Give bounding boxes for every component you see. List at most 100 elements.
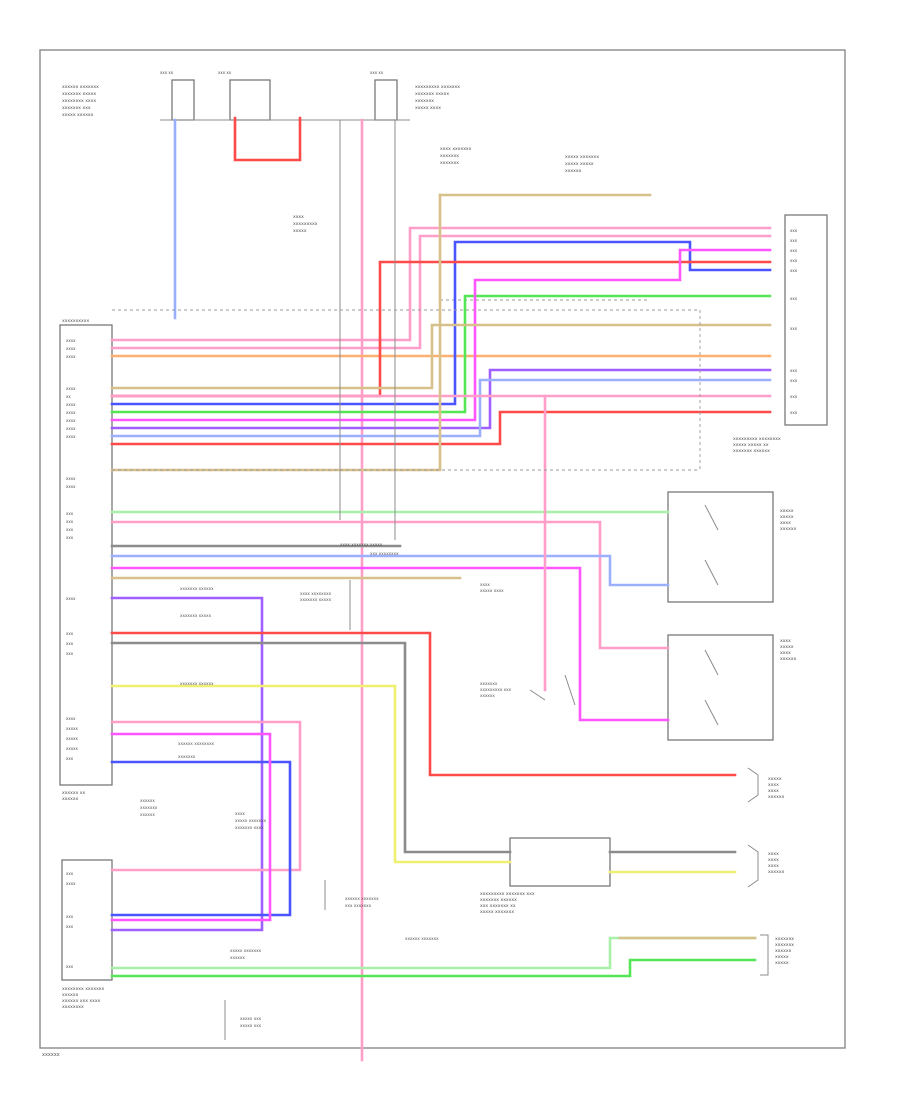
svg-text:xxxxxx xx: xxxxxx xx bbox=[62, 791, 85, 796]
top-fuse-area: xxxxxx xxxxxxx xxxxxxx xxxxx xxxxxxxx xx… bbox=[62, 70, 460, 121]
svg-text:xxxxx: xxxxx bbox=[768, 777, 782, 782]
front-left-speaker: xxxx xxxxx xxxx xxxxxx bbox=[667, 634, 797, 741]
svg-text:xxx xx: xxx xx bbox=[218, 70, 232, 75]
svg-text:xxx: xxx bbox=[790, 378, 798, 383]
svg-text:xxx xxxxxxx: xxx xxxxxxx bbox=[345, 903, 372, 908]
wire-h11-darkred bbox=[110, 410, 772, 446]
svg-text:xxxx: xxxx bbox=[66, 426, 76, 431]
svg-text:xxxxxxxx xxxxxxx: xxxxxxxx xxxxxxx bbox=[62, 987, 105, 992]
svg-text:xxx: xxx bbox=[66, 964, 74, 969]
svg-text:xxx: xxx bbox=[66, 871, 74, 876]
svg-text:xxxxx xxx: xxxxx xxx bbox=[240, 1016, 262, 1021]
misc-labels: xxxx xxxxxxx xxxxx xxx xxxxxxxx xxxx xxx… bbox=[140, 542, 512, 1028]
svg-text:xxxxxxxxx xxxxxxx xxx: xxxxxxxxx xxxxxxx xxx bbox=[480, 892, 535, 897]
svg-text:xxx: xxx bbox=[790, 268, 798, 273]
svg-text:xxxx xxxxxxx: xxxx xxxxxxx bbox=[440, 147, 472, 152]
wire-h2 bbox=[110, 234, 772, 350]
svg-text:xxxxxxx: xxxxxxx bbox=[178, 754, 196, 759]
svg-text:xxxxx: xxxxx bbox=[775, 961, 789, 966]
wire-blue-down bbox=[110, 760, 292, 917]
antenna-module: xxxxxxx xxxxxxx xxxxxx xxxxx xxxxx bbox=[760, 934, 794, 976]
svg-text:xxxxxx: xxxxxx bbox=[230, 955, 245, 960]
svg-text:xxxx: xxxx bbox=[66, 434, 76, 439]
svg-text:xxx: xxx bbox=[66, 756, 74, 761]
wire-yellow-long bbox=[110, 684, 512, 864]
svg-text:xxxxxxx: xxxxxxx bbox=[415, 99, 434, 104]
svg-text:xxx: xxx bbox=[66, 641, 74, 646]
svg-text:xxxx: xxxx bbox=[480, 582, 490, 587]
wire-group bbox=[110, 116, 772, 1062]
wire-h10-lightblue bbox=[110, 378, 772, 438]
svg-text:xxx: xxx bbox=[790, 296, 798, 301]
svg-text:xxxx: xxxx bbox=[66, 484, 76, 489]
wire-gray-long bbox=[110, 641, 512, 854]
wire-violet-down bbox=[110, 596, 264, 932]
svg-text:xxxx xxxxxxxx: xxxx xxxxxxxx bbox=[300, 591, 332, 596]
svg-text:xxxxxxx: xxxxxxx bbox=[480, 681, 498, 686]
svg-text:xxxxxxxx: xxxxxxxx bbox=[62, 1005, 84, 1010]
svg-text:xxxx: xxxx bbox=[66, 338, 76, 343]
wire-top-red bbox=[233, 116, 302, 162]
svg-text:xxxxxxx: xxxxxxx bbox=[140, 805, 158, 810]
svg-text:xxxxxxx xxxxxx: xxxxxxx xxxxxx bbox=[180, 681, 214, 686]
svg-text:xxxx: xxxx bbox=[66, 386, 76, 391]
svg-text:xxxxxx xxxxxxx: xxxxxx xxxxxxx bbox=[62, 85, 99, 90]
svg-text:xxx: xxx bbox=[790, 238, 798, 243]
svg-text:xxxxxxx: xxxxxxx bbox=[775, 937, 794, 942]
svg-text:xxxxx: xxxxx bbox=[775, 955, 789, 960]
junction-block: xxxxxxxxx xxxxxxx xxx xxxxxxx xxxxxx xxx… bbox=[480, 837, 611, 915]
wire-h6-green bbox=[110, 294, 772, 414]
svg-text:xxx: xxx bbox=[66, 527, 74, 532]
wire-antenna-2 bbox=[110, 958, 757, 978]
svg-text:xxxxxx: xxxxxx bbox=[62, 993, 79, 998]
svg-text:xxxxx: xxxxx bbox=[780, 645, 794, 650]
upper-connectors: xxxx xxxxxxx xxxxxxx xxxxxxx xxxxx xxxxx… bbox=[293, 147, 650, 301]
svg-text:xxx: xxx bbox=[790, 394, 798, 399]
svg-text:xxxx: xxxx bbox=[66, 596, 76, 601]
svg-text:xxxxx xxxxxxx: xxxxx xxxxxxx bbox=[230, 948, 262, 953]
svg-text:xxx xx: xxx xx bbox=[160, 70, 174, 75]
svg-text:xxxxx xxxxxxx: xxxxx xxxxxxx bbox=[235, 818, 267, 823]
svg-text:xxxx: xxxx bbox=[66, 716, 76, 721]
svg-text:xxxxx xxxxxxx: xxxxx xxxxxxx bbox=[565, 155, 599, 160]
svg-text:xxxxxx: xxxxxx bbox=[780, 527, 797, 532]
svg-text:xxx: xxx bbox=[66, 631, 74, 636]
svg-text:xxx: xxx bbox=[66, 924, 74, 929]
svg-text:xxx: xxx bbox=[66, 511, 74, 516]
svg-text:xxx: xxx bbox=[790, 228, 798, 233]
wire-antenna-1 bbox=[110, 936, 757, 970]
svg-text:xxxx: xxxx bbox=[66, 418, 76, 423]
svg-text:xxxxxx: xxxxxx bbox=[565, 169, 582, 174]
svg-text:xxxx: xxxx bbox=[780, 651, 791, 656]
wire-pink-down bbox=[110, 720, 302, 872]
svg-text:xxxx: xxxx bbox=[66, 410, 76, 415]
svg-text:xxxx: xxxx bbox=[768, 852, 779, 857]
ground-lines bbox=[112, 120, 701, 1040]
rear-left-speaker: xxxx xxxx xxxx xxxxxx bbox=[747, 844, 785, 888]
svg-text:xx: xx bbox=[66, 394, 71, 399]
svg-text:xxxxxx xxx xxxx: xxxxxx xxx xxxx bbox=[62, 999, 101, 1004]
svg-text:xxxxx xxxx: xxxxx xxxx bbox=[480, 588, 504, 593]
svg-text:xxx xxxxxxx xx: xxx xxxxxxx xx bbox=[480, 904, 516, 909]
svg-text:xxxx: xxxx bbox=[235, 811, 245, 816]
svg-text:xxx: xxx bbox=[790, 248, 798, 253]
svg-text:xxx: xxx bbox=[790, 410, 798, 415]
wire-magenta-speaker bbox=[110, 566, 670, 722]
svg-text:xxxxxx xxxxxxx: xxxxxx xxxxxxx bbox=[345, 896, 379, 901]
svg-text:xxxxx: xxxxx bbox=[66, 746, 78, 751]
left-pin-labels: xxxx xxxx xxxx xxxx xx xxxx xxxx xxxx xx… bbox=[66, 338, 78, 969]
svg-text:xxxx: xxxx bbox=[768, 864, 779, 869]
svg-text:xxxxxxxxx xxxxxxxx: xxxxxxxxx xxxxxxxx bbox=[733, 437, 781, 442]
wire-pink-speaker bbox=[110, 520, 670, 650]
svg-text:xxxxxxx xxxxx: xxxxxxx xxxxx bbox=[415, 92, 449, 97]
svg-text:xxxxxxx xxxxx: xxxxxxx xxxxx bbox=[180, 613, 212, 618]
svg-text:xxxxx: xxxxx bbox=[780, 515, 794, 520]
svg-text:xxxxx xxxx: xxxxx xxxx bbox=[415, 106, 441, 111]
svg-text:xxxx: xxxx bbox=[293, 215, 304, 220]
svg-text:xxxx: xxxx bbox=[780, 521, 791, 526]
svg-text:xxxxxxx: xxxxxxx bbox=[440, 154, 459, 159]
front-right-speaker: xxxxx xxxxx xxxx xxxxxx bbox=[667, 491, 797, 603]
svg-text:xxxx: xxxx bbox=[66, 346, 76, 351]
wire-h8-tan bbox=[110, 323, 772, 390]
